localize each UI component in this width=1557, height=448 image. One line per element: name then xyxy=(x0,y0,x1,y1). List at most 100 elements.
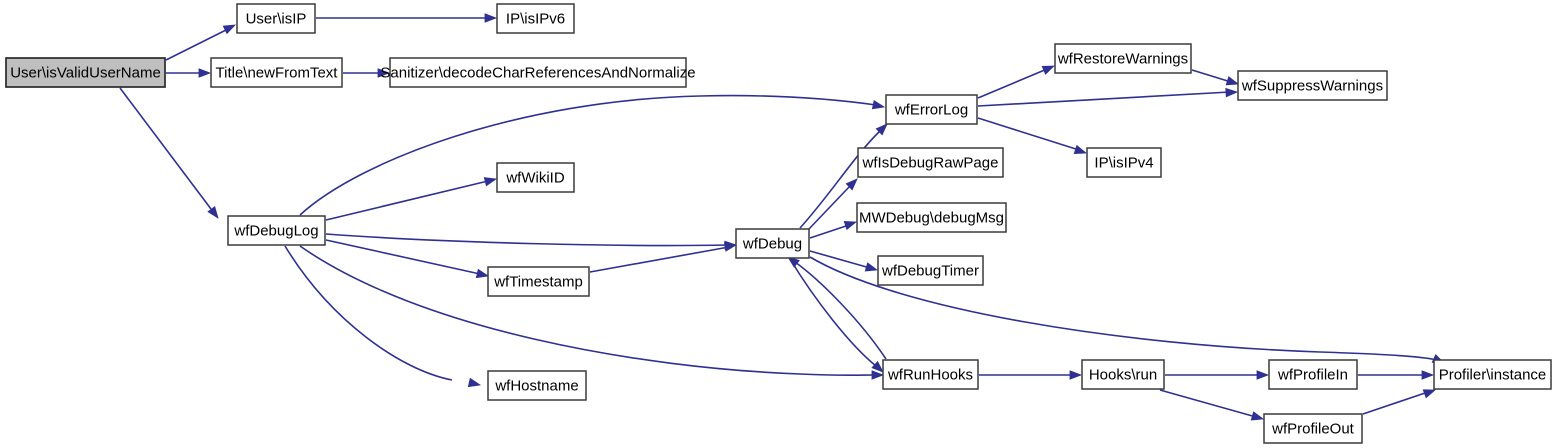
node-box[interactable] xyxy=(882,359,979,390)
node-label: wfProfileIn xyxy=(1277,366,1348,383)
node-newFromText[interactable]: Title\newFromText xyxy=(210,57,343,88)
node-wfIsDebugRawPage[interactable]: wfIsDebugRawPage xyxy=(857,147,1004,178)
edge-line xyxy=(1191,69,1232,83)
node-box[interactable] xyxy=(496,3,575,34)
node-label: wfDebugLog xyxy=(233,222,318,239)
node-box[interactable] xyxy=(1237,70,1388,101)
edge-line xyxy=(325,180,489,221)
node-decodeChar[interactable]: Sanitizer\decodeCharReferencesAndNormali… xyxy=(380,57,696,88)
edge-wfDebug-to-wfDebugTimer xyxy=(809,250,879,272)
arrowhead-icon xyxy=(871,370,885,380)
node-box[interactable] xyxy=(1054,43,1192,74)
node-wfHostname[interactable]: wfHostname xyxy=(487,370,587,401)
node-label: wfWikiID xyxy=(505,169,564,186)
arrowhead-icon xyxy=(843,220,858,231)
node-wfDebugTimer[interactable]: wfDebugTimer xyxy=(877,255,984,286)
edge-isValidUserName-to-isIP xyxy=(165,24,237,61)
node-box[interactable] xyxy=(1433,359,1552,390)
node-Profilerinstance[interactable]: Profiler\instance xyxy=(1433,359,1552,390)
node-label: wfSuppressWarnings xyxy=(1241,77,1383,94)
node-isIPv4[interactable]: IP\isIPv4 xyxy=(1086,147,1162,178)
edge-line xyxy=(794,261,887,360)
edge-line xyxy=(589,246,730,273)
arrowhead-icon xyxy=(1256,370,1270,380)
edge-line xyxy=(284,245,453,381)
node-label: Sanitizer\decodeCharReferencesAndNormali… xyxy=(380,64,695,81)
node-box[interactable] xyxy=(496,162,575,193)
node-box[interactable] xyxy=(1086,147,1162,178)
edge-wfDebugLog-to-wfErrorLog xyxy=(299,94,886,216)
arrowhead-icon xyxy=(222,24,237,35)
edge-wfDebug-to-wfRunHooks xyxy=(789,258,884,373)
arrowhead-icon xyxy=(377,68,391,78)
edge-Hooksrun-to-wfProfileOut xyxy=(1159,389,1265,421)
edge-wfProfileOut-to-Profilerinstance xyxy=(1362,389,1437,415)
node-box[interactable] xyxy=(487,370,587,401)
node-label: wfRestoreWarnings xyxy=(1057,50,1188,67)
node-box[interactable] xyxy=(856,202,1007,233)
node-MWDebugdebugMsg[interactable]: MWDebug\debugMsg xyxy=(856,202,1007,233)
node-box[interactable] xyxy=(885,94,978,125)
node-wfProfileOut[interactable]: wfProfileOut xyxy=(1263,413,1363,444)
edge-Hooksrun-to-wfProfileIn xyxy=(1165,370,1270,380)
edge-line xyxy=(799,130,881,229)
node-wfRestoreWarnings[interactable]: wfRestoreWarnings xyxy=(1054,43,1192,74)
node-box[interactable] xyxy=(877,255,984,286)
node-box[interactable] xyxy=(227,215,326,246)
edge-line xyxy=(165,28,229,61)
edge-line xyxy=(789,258,877,367)
node-wfErrorLog[interactable]: wfErrorLog xyxy=(885,94,978,125)
node-isValidUserName[interactable]: User\isValidUserName xyxy=(5,57,166,88)
arrowhead-icon xyxy=(871,99,886,110)
node-wfDebugLog[interactable]: wfDebugLog xyxy=(227,215,326,246)
node-box[interactable] xyxy=(1081,359,1165,390)
node-box[interactable] xyxy=(487,266,590,297)
arrowhead-icon xyxy=(1421,370,1435,380)
node-box[interactable] xyxy=(389,57,687,88)
node-box[interactable] xyxy=(210,57,343,88)
node-box[interactable] xyxy=(5,57,166,88)
node-label: wfRunHooks xyxy=(887,366,973,383)
arrowhead-icon xyxy=(1250,411,1265,421)
edge-wfDebugLog-to-wfWikiID xyxy=(325,177,498,221)
arrowhead-icon xyxy=(207,206,219,219)
edge-wfDebugLog-to-wfRunHooks xyxy=(299,245,885,380)
edge-wfProfileIn-to-Profilerinstance xyxy=(1358,370,1435,380)
edge-line xyxy=(1362,391,1429,415)
node-label: wfErrorLog xyxy=(894,101,968,118)
edge-line xyxy=(809,224,850,239)
edge-line xyxy=(325,233,729,247)
edge-wfDebugLog-to-wfHostname xyxy=(284,245,482,388)
arrowhead-icon xyxy=(723,242,738,252)
edge-line xyxy=(809,256,1438,361)
node-box[interactable] xyxy=(236,3,316,34)
arrowhead-icon xyxy=(484,13,498,23)
arrowhead-icon xyxy=(871,360,884,373)
edge-line xyxy=(325,239,481,275)
arrowhead-icon xyxy=(1073,144,1088,155)
edge-wfRunHooks-to-Hooksrun xyxy=(979,370,1083,380)
node-wfTimestamp[interactable]: wfTimestamp xyxy=(487,266,590,297)
node-label: IP\isIPv6 xyxy=(506,10,565,27)
node-box[interactable] xyxy=(1263,413,1363,444)
node-box[interactable] xyxy=(857,147,1004,178)
node-wfRunHooks[interactable]: wfRunHooks xyxy=(882,359,979,390)
arrowhead-icon xyxy=(467,377,482,388)
edge-line xyxy=(977,68,1048,99)
edge-layer xyxy=(119,13,1446,421)
edge-wfRestoreWarnings-to-wfSuppressWarnings xyxy=(1191,69,1240,86)
edge-line xyxy=(977,117,1080,151)
node-isIP[interactable]: User\isIP xyxy=(236,3,316,34)
arrowhead-icon xyxy=(1225,76,1240,86)
node-wfWikiID[interactable]: wfWikiID xyxy=(496,162,575,193)
node-wfProfileIn[interactable]: wfProfileIn xyxy=(1268,359,1358,390)
node-box[interactable] xyxy=(1268,359,1358,390)
node-Hooksrun[interactable]: Hooks\run xyxy=(1081,359,1165,390)
arrowhead-icon xyxy=(483,177,498,187)
node-isIPv6[interactable]: IP\isIPv6 xyxy=(496,3,575,34)
node-wfSuppressWarnings[interactable]: wfSuppressWarnings xyxy=(1237,70,1388,101)
node-box[interactable] xyxy=(735,228,810,259)
node-label: wfIsDebugRawPage xyxy=(862,154,999,171)
node-wfDebug[interactable]: wfDebug xyxy=(735,228,810,259)
